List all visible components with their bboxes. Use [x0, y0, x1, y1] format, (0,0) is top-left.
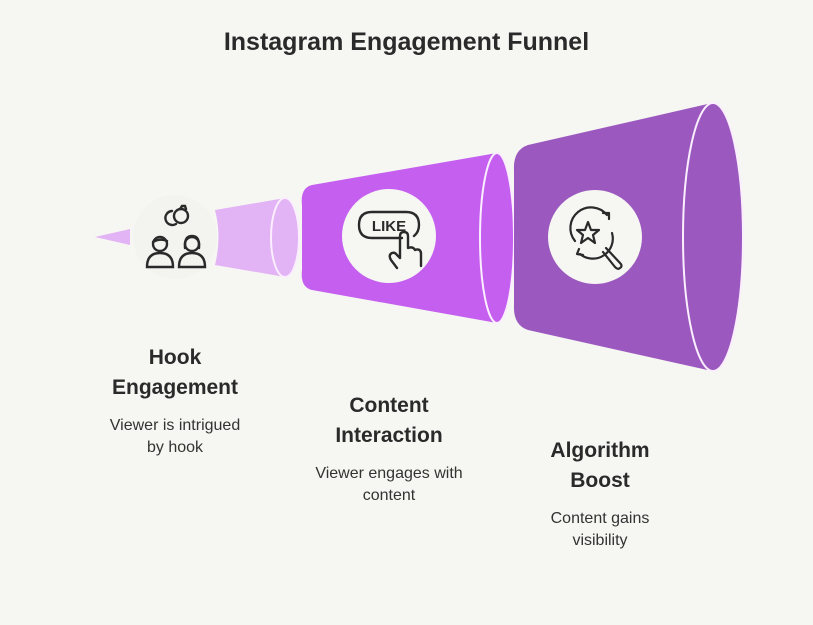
stage-label-algorithm: Algorithm Boost Content gains visibility — [505, 436, 695, 552]
stage-label-hook: Hook Engagement Viewer is intrigued by h… — [80, 343, 270, 459]
stage-description: Content gains visibility — [550, 510, 650, 549]
star-search-refresh-icon — [548, 190, 642, 284]
stage-title: Algorithm Boost — [550, 439, 650, 492]
stage-description: Viewer is intrigued by hook — [109, 417, 241, 456]
stage-title: Content Interaction — [335, 394, 443, 447]
stage-title: Hook Engagement — [111, 346, 239, 399]
couple-rings-icon — [133, 195, 217, 279]
like-tap-icon: LIKE — [342, 189, 436, 283]
stage-description: Viewer engages with content — [315, 465, 463, 504]
funnel-tip — [95, 229, 130, 245]
svg-text:LIKE: LIKE — [372, 218, 406, 235]
stage-label-content: Content Interaction Viewer engages with … — [289, 391, 489, 507]
diagram-title: Instagram Engagement Funnel — [223, 28, 590, 56]
funnel-stage-hook — [215, 197, 300, 278]
